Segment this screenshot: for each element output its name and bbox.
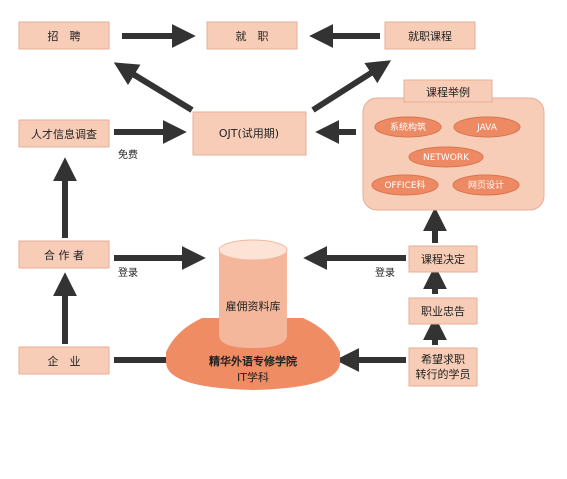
- course-java-label: JAVA: [476, 123, 498, 133]
- node-enterprise-label: 企 业: [48, 354, 81, 368]
- node-applicant-label-1: 希望求职: [421, 352, 465, 366]
- node-recruit: 招 聘: [18, 21, 110, 50]
- label-free: 免费: [118, 148, 138, 161]
- database-label: 雇佣资料库: [226, 299, 281, 313]
- node-ojt: OJT(试用期): [192, 111, 307, 156]
- node-partner: 合 作 者: [18, 240, 110, 269]
- school-label-1: 精华外语专修学院: [209, 354, 297, 368]
- arrow-ojt-to-recruit: [113, 62, 194, 113]
- node-talent-survey: 人才信息调查: [18, 119, 110, 148]
- course-java: JAVA: [453, 116, 521, 138]
- school-label-2: IT学科: [237, 370, 269, 384]
- node-talent-survey-label: 人才信息调查: [31, 127, 97, 141]
- node-course-decision-label: 课程决定: [421, 252, 465, 266]
- course-examples-title: 课程举例: [426, 85, 470, 99]
- course-web-design: 网页设计: [452, 174, 520, 196]
- node-course-decision: 课程决定: [408, 245, 478, 273]
- arrow-ojt-to-employment-course: [311, 60, 392, 113]
- node-applicant: 希望求职 转行的学员: [408, 347, 478, 387]
- course-network-label: NETWORK: [423, 153, 470, 163]
- course-office-label: OFFICE科: [384, 179, 425, 191]
- node-ojt-label: OJT(试用期): [219, 127, 279, 140]
- node-employment-label: 就 职: [236, 29, 269, 43]
- node-enterprise: 企 业: [18, 346, 110, 375]
- node-employment-course: 就职课程: [384, 21, 476, 50]
- node-career-advice: 职业忠告: [408, 297, 478, 325]
- node-employment-course-label: 就职课程: [408, 29, 452, 43]
- label-register-left: 登录: [118, 266, 138, 279]
- course-system-build: 系统构筑: [374, 116, 442, 138]
- course-network: NETWORK: [408, 146, 484, 168]
- node-applicant-label-2: 转行的学员: [416, 367, 471, 381]
- course-web-design-label: 网页设计: [468, 179, 504, 191]
- arrows: [53, 24, 447, 372]
- label-register-right: 登录: [375, 266, 395, 279]
- course-examples-panel: 课程举例 系统构筑 JAVA NETWORK OFFICE科 网页设计: [362, 79, 545, 211]
- node-employment: 就 职: [206, 21, 298, 50]
- course-system-build-label: 系统构筑: [390, 121, 426, 133]
- node-recruit-label: 招 聘: [48, 29, 81, 43]
- database-cylinder: 雇佣资料库 精华外语专修学院 IT学科: [166, 239, 340, 390]
- node-career-advice-label: 职业忠告: [421, 305, 465, 318]
- node-partner-label: 合 作 者: [44, 248, 84, 262]
- course-office: OFFICE科: [371, 174, 439, 196]
